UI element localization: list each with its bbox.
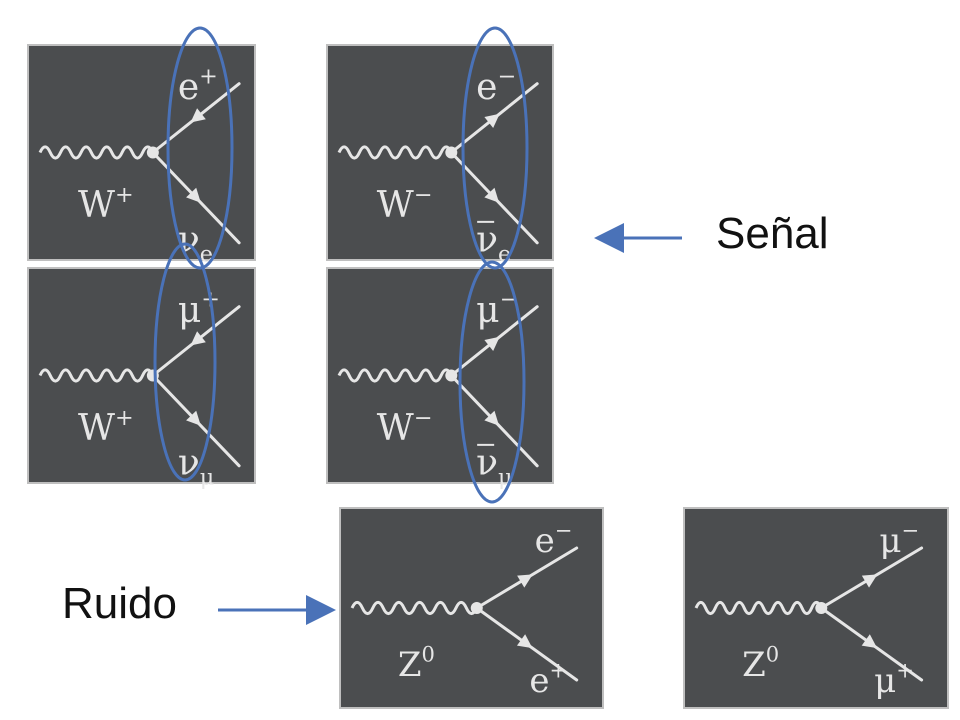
feynman-board-6: Z0 μ− μ+ [683, 507, 949, 709]
feynman-board-1: W+e+νe [27, 44, 256, 267]
bottom-fermion-line-arrowhead [484, 187, 500, 203]
boson-propagator [38, 145, 155, 160]
feynman-board-5: Z0 e− e+ [339, 507, 604, 709]
feynman-board-4: W−μ−νμ [326, 267, 554, 490]
top-particle-label: μ− [879, 518, 919, 561]
boson-label: W− [377, 405, 433, 449]
boson-label: Z0 [398, 642, 435, 685]
boson-label: Z0 [742, 642, 779, 685]
boson-propagator [337, 145, 453, 160]
lepton-highlight-ellipse-2 [461, 26, 529, 270]
signal-caption: Señal [716, 209, 829, 258]
top-fermion-line-arrowhead [190, 331, 206, 346]
bottom-particle-label: νe [476, 219, 511, 267]
lepton-highlight-ellipse-1 [166, 26, 234, 270]
bottom-fermion-line-arrowhead [186, 410, 201, 426]
top-fermion-line-arrowhead [484, 113, 500, 128]
top-particle-label: e− [535, 518, 573, 561]
top-fermion-line-arrowhead [484, 336, 500, 351]
bottom-particle-label: e+ [529, 658, 567, 701]
boson-propagator [350, 600, 479, 616]
top-fermion-line-arrowhead [517, 574, 533, 588]
lepton-highlight-ellipse-3 [153, 242, 217, 482]
top-fermion-line-arrowhead [861, 574, 878, 588]
top-fermion-line-arrowhead [190, 108, 206, 123]
boson-propagator [337, 368, 453, 383]
bottom-fermion-line-arrowhead [484, 410, 500, 426]
feynman-board-2: W− e− νe [326, 44, 554, 267]
bottom-fermion-line-arrowhead [861, 634, 878, 649]
boson-label: W− [377, 182, 433, 226]
noise-caption: Ruido [62, 579, 177, 628]
bottom-fermion-line-arrowhead [186, 187, 201, 203]
boson-propagator [38, 368, 155, 383]
feynman-board-3: W+μ+νμ [27, 267, 256, 490]
boson-label: W+ [78, 182, 134, 226]
bottom-fermion-line-arrowhead [516, 634, 533, 649]
top-particle-label: e+ [178, 64, 218, 108]
top-particle-label: e− [476, 64, 516, 108]
bottom-particle-label: μ+ [874, 658, 914, 701]
boson-label: W+ [78, 405, 134, 449]
lepton-highlight-ellipse-4 [458, 260, 526, 504]
boson-propagator [694, 600, 823, 616]
